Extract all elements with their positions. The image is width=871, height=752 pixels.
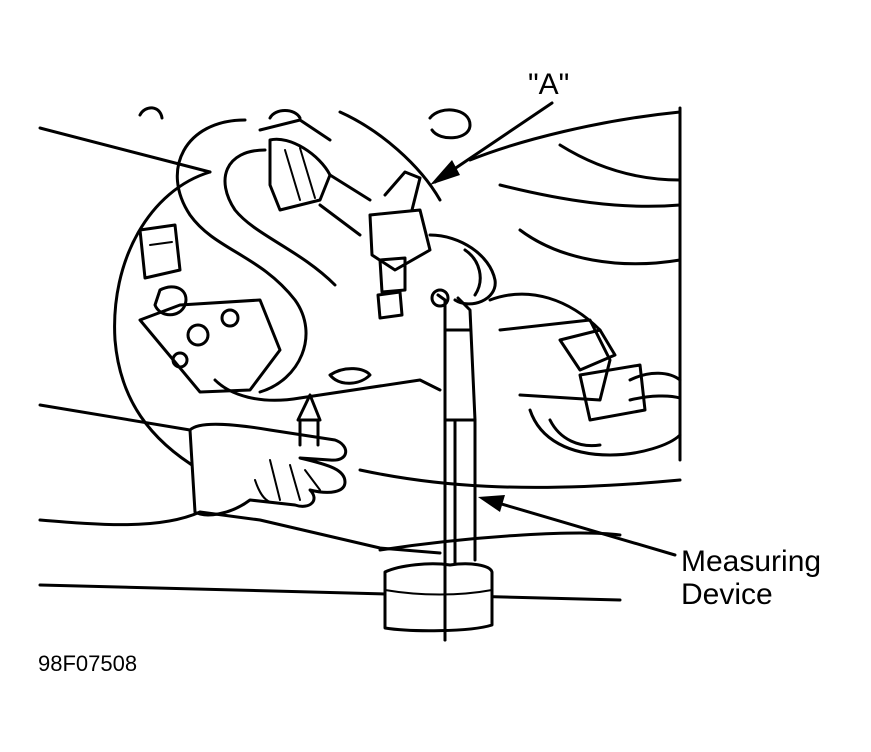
- coolant-hose: [175, 118, 372, 394]
- callout-a-label: "A": [528, 68, 570, 101]
- right-components: [488, 292, 682, 457]
- technician-hand: [38, 393, 442, 555]
- figure-code: 98F07508: [38, 651, 138, 676]
- measuring-device: [383, 293, 494, 642]
- fitting-a: [368, 170, 497, 320]
- measuring-device-label-line1: Measuring: [681, 545, 822, 578]
- illustration-frame: [38, 106, 682, 602]
- leader-arrow-measuring: [478, 495, 677, 557]
- measuring-device-label: Measuring Device: [681, 545, 821, 611]
- engine-block: [113, 106, 682, 472]
- leader-arrow-a: [430, 101, 554, 185]
- measuring-device-label-line2: Device: [681, 578, 773, 611]
